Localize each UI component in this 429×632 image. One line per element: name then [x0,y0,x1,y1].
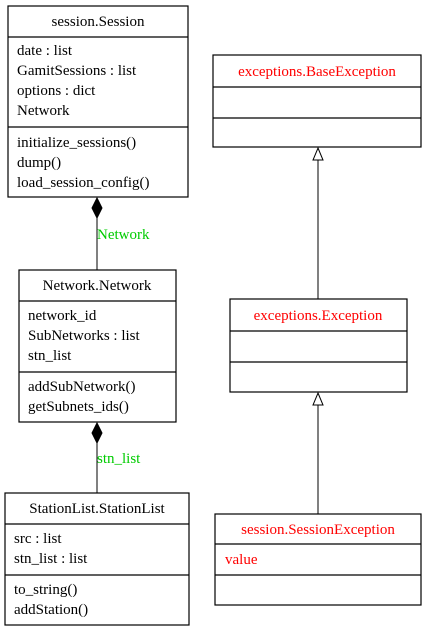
class-exception-name: exceptions.Exception [254,308,383,324]
class-session-attr: Network [17,103,70,119]
class-session-method: initialize_sessions() [17,135,136,151]
class-network-attr: SubNetworks : list [28,328,141,344]
class-exception: exceptions.Exception [229,298,408,393]
class-session-exception: session.SessionException value [214,513,422,606]
class-stationlist-name: StationList.StationList [29,501,165,517]
class-session-attr: GamitSessions : list [17,63,137,79]
class-network-attr: network_id [28,308,97,324]
edge-network-stationlist: stn_list [91,421,141,493]
class-network-attr: stn_list [28,348,72,364]
composition-diamond-icon [91,421,103,445]
class-session: session.Session date : list GamitSession… [7,5,189,198]
class-network-name: Network.Network [43,278,152,294]
class-stationlist-box [4,492,190,626]
class-session-box [7,5,189,198]
class-network: Network.Network network_id SubNetworks :… [18,269,177,423]
class-network-method: addSubNetwork() [28,379,135,395]
class-base-exception-name: exceptions.BaseException [238,64,396,80]
edge-session-network: Network [91,196,150,270]
edge-session-network-label: Network [97,227,150,243]
class-session-exception-attr: value [225,552,258,568]
inheritance-arrow-icon [312,146,324,161]
edge-network-stationlist-label: stn_list [97,451,141,467]
class-stationlist-method: to_string() [14,582,77,598]
inheritance-arrow-icon [312,391,324,406]
edge-sessionexception-exception [312,391,324,514]
class-session-attr: date : list [17,43,73,59]
class-session-name: session.Session [52,14,145,30]
edge-exception-base [312,146,324,299]
class-stationlist: StationList.StationList src : list stn_l… [4,492,190,626]
class-stationlist-method: addStation() [14,602,88,618]
class-session-attr: options : dict [17,83,96,99]
class-base-exception-box [212,54,422,148]
class-base-exception: exceptions.BaseException [212,54,422,148]
class-stationlist-attr: stn_list : list [14,551,88,567]
class-session-exception-box [214,513,422,606]
composition-diamond-icon [91,196,103,220]
class-network-box [18,269,177,423]
class-network-method: getSubnets_ids() [28,399,129,415]
class-exception-box [229,298,408,393]
class-session-method: dump() [17,155,61,171]
class-session-exception-name: session.SessionException [241,522,395,538]
class-stationlist-attr: src : list [14,531,62,547]
class-session-method: load_session_config() [17,175,149,191]
